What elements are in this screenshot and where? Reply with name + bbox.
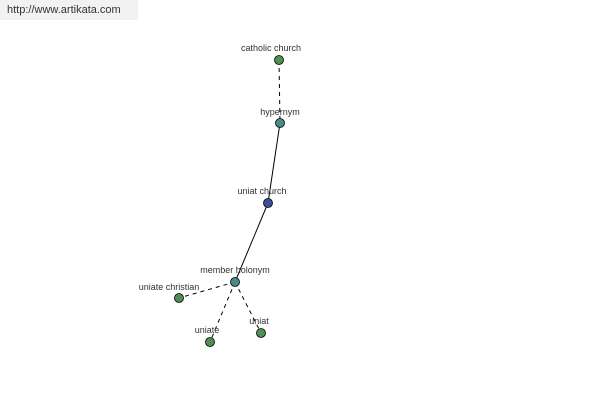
nodes-layer: [174, 55, 285, 347]
edge-member-holonym-to-uniate-christian: [178, 281, 236, 299]
node-member-holonym[interactable]: [230, 277, 240, 287]
node-uniat-church[interactable]: [263, 198, 273, 208]
node-uniate-christian[interactable]: [174, 293, 184, 303]
edge-hypernym-to-uniat-church: [267, 122, 281, 204]
node-label-uniate-christian[interactable]: uniate christian: [139, 282, 200, 292]
edges-layer: [178, 59, 281, 343]
edge-member-holonym-to-uniate: [209, 281, 236, 343]
labels-layer: catholic church hypernym uniat church membe…: [139, 43, 301, 335]
watermark-url[interactable]: http://www.artikata.com: [0, 0, 138, 20]
node-label-uniate[interactable]: uniate: [195, 325, 220, 335]
node-label-member-holonym[interactable]: member holonym: [200, 265, 270, 275]
node-uniate[interactable]: [205, 337, 215, 347]
node-label-catholic-church[interactable]: catholic church: [241, 43, 301, 53]
node-hypernym[interactable]: [275, 118, 285, 128]
node-label-hypernym[interactable]: hypernym: [260, 107, 300, 117]
edge-member-holonym-to-uniat: [234, 281, 262, 334]
node-label-uniat-church[interactable]: uniat church: [237, 186, 286, 196]
node-label-uniat[interactable]: uniat: [249, 316, 269, 326]
edge-catholic-church-to-hypernym: [278, 59, 281, 124]
node-catholic-church[interactable]: [274, 55, 284, 65]
edge-uniat-church-to-member-holonym: [234, 202, 269, 283]
node-uniat[interactable]: [256, 328, 266, 338]
